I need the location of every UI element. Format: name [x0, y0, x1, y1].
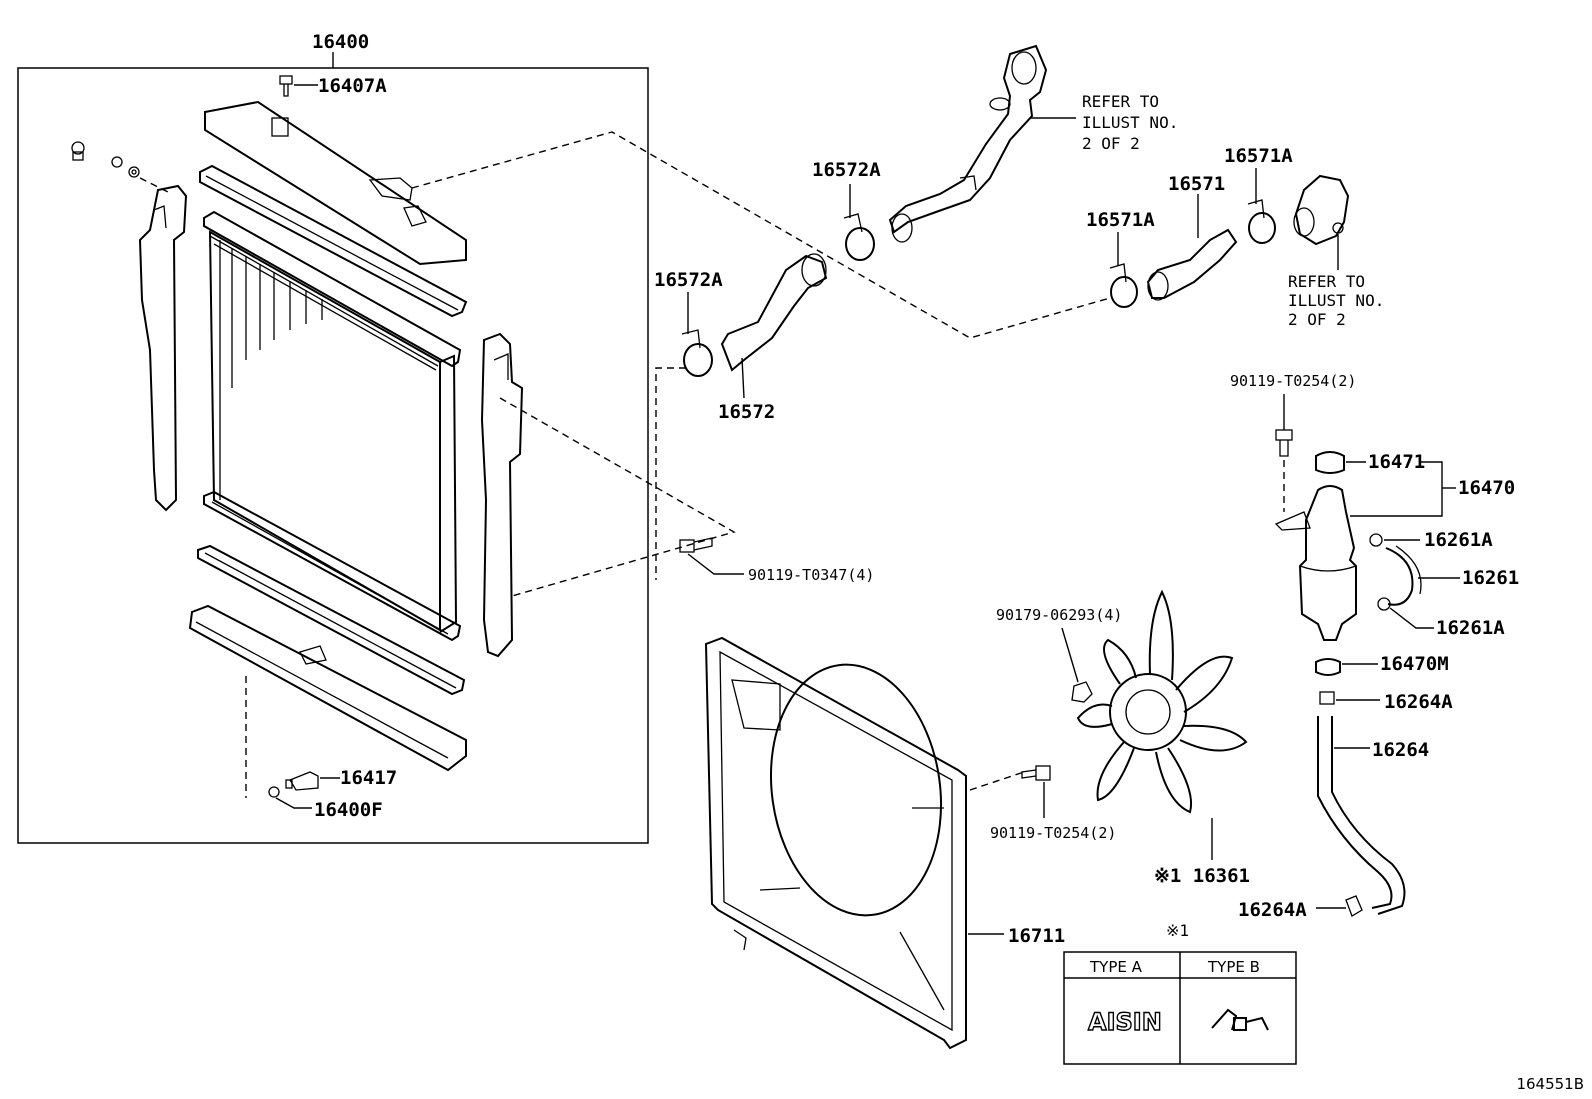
- label-16571: 16571: [1168, 173, 1225, 195]
- label-16572A-left: 16572A: [654, 269, 723, 291]
- refer-note-top: REFER TO ILLUST NO. 2 OF 2: [1082, 92, 1188, 153]
- hose-clip-16261A-bottom-icon: [1377, 597, 1391, 611]
- fan-type-table: TYPE A TYPE B AISIN: [1063, 951, 1297, 1065]
- hose-clamp-16572A-left-icon: [681, 329, 713, 377]
- reservoir-grommet-icon: [1315, 658, 1341, 676]
- label-16572: 16572: [718, 401, 775, 423]
- water-outlet-pipe-icon: [888, 44, 1048, 243]
- water-inlet-housing-icon: [1293, 174, 1350, 246]
- lower-tank-gasket-icon: [197, 544, 466, 696]
- label-16711: 16711: [1008, 925, 1065, 947]
- label-16264A-bottom: 16264A: [1238, 899, 1307, 921]
- radiator-core-icon: [203, 210, 462, 642]
- type-table-mark: ※1: [1166, 921, 1189, 940]
- hose-clip-16261A-top-icon: [1369, 533, 1383, 547]
- radiator-lower-tank-icon: [188, 604, 467, 772]
- label-16572A-top: 16572A: [812, 159, 881, 181]
- label-16407A: 16407A: [318, 75, 387, 97]
- cooling-fan-blade-icon: [1076, 589, 1248, 814]
- label-90119-T0254-top: 90119-T0254(2): [1230, 372, 1356, 390]
- radiator-upper-tank-icon: [204, 100, 467, 266]
- reservoir-hose-16264-icon: [1317, 716, 1393, 909]
- bypass-hose-16571-icon: [1146, 228, 1238, 301]
- bolt-90119-T0347-icon: [679, 537, 713, 553]
- hose-clamp-16571A-left-icon: [1109, 263, 1138, 308]
- hose-clip-16264A-bottom-icon: [1345, 895, 1363, 917]
- bolt-90119-T0254-shroud-icon: [1021, 765, 1051, 781]
- label-16361: ※1 16361: [1154, 865, 1250, 887]
- label-16400F: 16400F: [314, 799, 383, 821]
- drain-cock-icon: [285, 771, 319, 791]
- label-16471: 16471: [1368, 451, 1425, 473]
- hose-clamp-16572A-top-icon: [843, 213, 875, 261]
- hose-clamp-16571A-right-icon: [1247, 199, 1276, 244]
- radiator-right-support-bracket-icon: [480, 332, 524, 658]
- label-16264A-top: 16264A: [1384, 691, 1453, 713]
- label-16261A-top: 16261A: [1424, 529, 1493, 551]
- fan-shroud-icon: [704, 636, 967, 1050]
- label-90119-T0347: 90119-T0347(4): [748, 566, 874, 584]
- fan-nut-icon: [1071, 681, 1093, 703]
- radiator-bolt-washer-set-icon: [71, 141, 140, 178]
- refer-note-right: REFER TO ILLUST NO. 2 OF 2: [1288, 272, 1394, 329]
- label-16261: 16261: [1462, 567, 1519, 589]
- label-16400: 16400: [312, 31, 369, 53]
- radiator-assembly-frame: [17, 67, 649, 844]
- label-16470: 16470: [1458, 477, 1515, 499]
- coolant-reservoir-tank-icon: [1274, 485, 1357, 641]
- label-16470M: 16470M: [1380, 653, 1449, 675]
- hose-clip-16264A-top-icon: [1319, 691, 1335, 705]
- type-a-header: TYPE A: [1089, 958, 1143, 976]
- label-16417: 16417: [340, 767, 397, 789]
- label-90179-06293: 90179-06293(4): [996, 606, 1122, 624]
- label-16261A-bottom: 16261A: [1436, 617, 1505, 639]
- bolt-90119-T0254-reservoir-icon: [1275, 429, 1293, 457]
- label-90119-T0254-fan: 90119-T0254(2): [990, 824, 1116, 842]
- label-16571A-right: 16571A: [1224, 145, 1293, 167]
- type-b-header: TYPE B: [1207, 958, 1260, 976]
- label-16571A-left: 16571A: [1086, 209, 1155, 231]
- radiator-left-support-bracket-icon: [138, 184, 188, 512]
- overflow-hose-16261-icon: [1385, 547, 1414, 606]
- radiator-inlet-hose-16572-icon: [720, 253, 828, 372]
- hose-clamp-symbol-icon: [1211, 1008, 1269, 1031]
- upper-tank-gasket-icon: [199, 164, 468, 318]
- drain-o-ring-icon: [268, 786, 280, 798]
- drain-cock-plug-icon: [279, 75, 293, 97]
- reservoir-cap-icon: [1315, 451, 1345, 474]
- label-16264: 16264: [1372, 739, 1429, 761]
- aisin-logo: AISIN: [1088, 1008, 1162, 1036]
- figure-number: 164551B: [1516, 1075, 1584, 1093]
